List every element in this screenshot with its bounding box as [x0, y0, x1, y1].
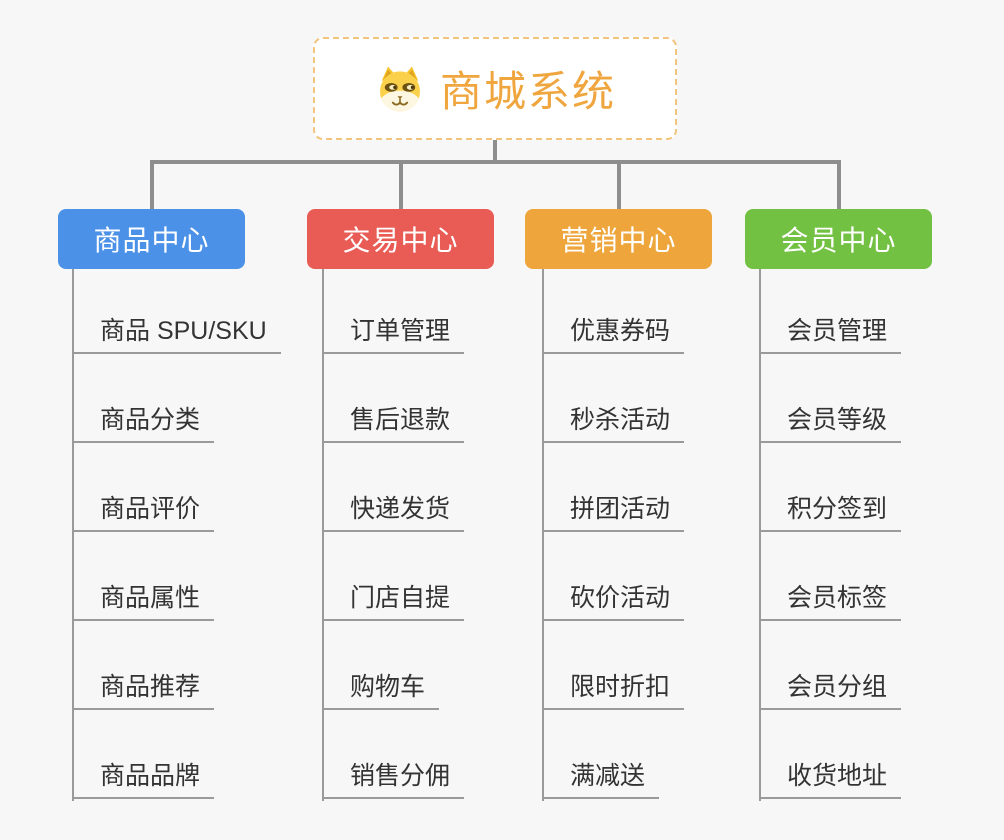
connector-drop-members	[837, 160, 841, 210]
child-node-coupon-code[interactable]: 优惠券码	[542, 308, 685, 354]
branch-node-products[interactable]: 商品中心	[58, 209, 245, 269]
child-node-sales-commission[interactable]: 销售分佣	[322, 753, 465, 799]
child-node-spend-and-save[interactable]: 满减送	[542, 753, 660, 799]
child-node-product-brand[interactable]: 商品品牌	[72, 753, 215, 799]
connector-drop-products	[150, 160, 154, 210]
child-node-after-sale-refund[interactable]: 售后退款	[322, 397, 465, 443]
child-node-product-recommend[interactable]: 商品推荐	[72, 664, 215, 710]
child-node-bargain-activity[interactable]: 砍价活动	[542, 575, 685, 621]
child-node-product-attribute[interactable]: 商品属性	[72, 575, 215, 621]
child-node-group-buy[interactable]: 拼团活动	[542, 486, 685, 532]
branch-node-marketing[interactable]: 营销中心	[525, 209, 712, 269]
child-node-member-groups[interactable]: 会员分组	[759, 664, 902, 710]
child-node-member-management[interactable]: 会员管理	[759, 308, 902, 354]
child-node-product-category[interactable]: 商品分类	[72, 397, 215, 443]
child-node-express-delivery[interactable]: 快递发货	[322, 486, 465, 532]
trunk-trade	[322, 269, 324, 801]
child-node-shipping-address[interactable]: 收货地址	[759, 753, 902, 799]
connector-drop-marketing	[617, 160, 621, 210]
connector-root-stem	[493, 140, 497, 162]
trunk-products	[72, 269, 74, 801]
child-node-product-spu-sku[interactable]: 商品 SPU/SKU	[72, 308, 281, 354]
child-node-flash-sale[interactable]: 秒杀活动	[542, 397, 685, 443]
child-node-order-management[interactable]: 订单管理	[322, 308, 465, 354]
child-node-member-level[interactable]: 会员等级	[759, 397, 902, 443]
child-node-member-tags[interactable]: 会员标签	[759, 575, 902, 621]
trunk-marketing	[542, 269, 544, 801]
child-node-points-checkin[interactable]: 积分签到	[759, 486, 902, 532]
connector-drop-trade	[399, 160, 403, 210]
trunk-members	[759, 269, 761, 801]
branch-node-trade[interactable]: 交易中心	[307, 209, 494, 269]
child-node-limited-time-discount[interactable]: 限时折扣	[542, 664, 685, 710]
connector-bus	[150, 160, 840, 164]
child-node-shopping-cart[interactable]: 购物车	[322, 664, 440, 710]
dog-face-icon	[374, 65, 426, 113]
branch-node-members[interactable]: 会员中心	[745, 209, 932, 269]
root-node[interactable]: 商城系统	[313, 37, 677, 140]
child-node-store-pickup[interactable]: 门店自提	[322, 575, 465, 621]
child-node-product-review[interactable]: 商品评价	[72, 486, 215, 532]
root-title: 商城系统	[439, 68, 616, 115]
